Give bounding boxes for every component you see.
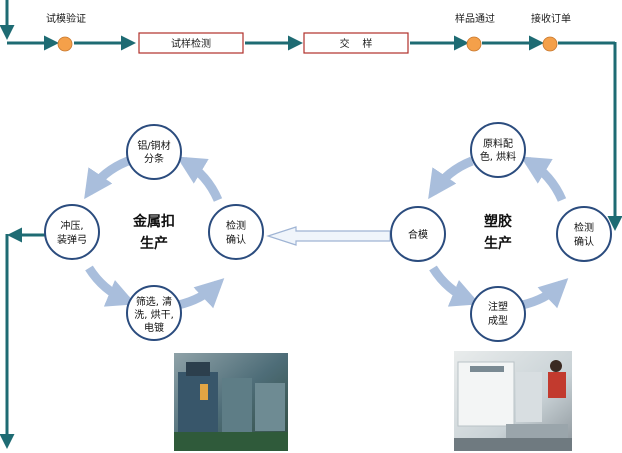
plastic-node-inspect	[556, 206, 612, 262]
plastic-node-mold-line1: 合模	[408, 228, 428, 241]
metal-node-finishing	[126, 285, 182, 341]
cycle-arrow	[520, 156, 567, 202]
cycle-arrow	[428, 156, 474, 200]
top-flow: 试模验证 样品通过 接收订单 试样检测 交 样	[0, 0, 622, 231]
photo-injection-machine	[454, 351, 572, 451]
plastic-cycle: 塑胶 生产 原料配 色, 烘料 合模 注塑 成型 检测 确认	[390, 122, 612, 342]
hollow-arrow-left	[266, 226, 391, 246]
cycle-arrow	[176, 278, 225, 310]
machine-body	[178, 372, 218, 432]
cycle-arrow	[429, 265, 480, 307]
plastic-title-line1: 塑胶	[484, 213, 512, 230]
plastic-node-color-dry-line1: 原料配	[483, 137, 513, 150]
metal-node-inspect	[208, 204, 264, 260]
metal-cycle: 金属扣 生产 铝/铜材 分条 冲压, 装弹弓 筛选, 清 洗, 烘干, 电镀 检…	[44, 124, 264, 341]
metal-node-inspect-line2: 确认	[226, 233, 246, 246]
metal-title-line2: 生产	[140, 235, 168, 252]
plastic-node-mold	[390, 206, 446, 262]
metal-node-stamping	[44, 204, 100, 260]
operator	[548, 372, 566, 398]
metal-node-finishing-line3: 电镀	[144, 321, 164, 334]
milestone-dot-2	[466, 36, 482, 52]
metal-node-slitting-line1: 铝/铜材	[137, 139, 170, 152]
box-submit-sample-label: 交 样	[340, 37, 373, 50]
metal-node-slitting	[126, 124, 182, 180]
plastic-node-injection	[470, 286, 526, 342]
box-submit-sample	[303, 32, 409, 54]
machine-part	[516, 372, 542, 422]
step-label-sample-pass: 样品通过	[455, 12, 495, 25]
machine-body	[255, 383, 285, 431]
milestone-dot-3	[542, 36, 558, 52]
cycle-arrow	[85, 265, 136, 307]
worker	[200, 384, 208, 400]
cycle-arrow	[84, 156, 130, 200]
metal-node-inspect-line1: 检测	[226, 219, 246, 232]
workbench	[506, 424, 568, 438]
metal-node-finishing-line1: 筛选, 清	[136, 295, 172, 308]
step-label-trial-verify: 试模验证	[46, 12, 86, 25]
cycle-arrow	[176, 156, 223, 202]
photo-stamping-machine	[174, 353, 288, 451]
box-sample-inspection	[138, 32, 244, 54]
metal-node-stamping-line2: 装弹弓	[57, 233, 87, 246]
floor	[174, 432, 288, 451]
machine-head	[186, 362, 210, 376]
metal-node-finishing-line2: 洗, 烘干,	[134, 309, 174, 321]
step-label-receive-order: 接收订单	[531, 12, 571, 25]
plastic-node-color-dry-line2: 色, 烘料	[480, 150, 516, 163]
cycle-connector	[266, 226, 391, 246]
cycle-arrow	[520, 278, 569, 310]
box-sample-inspection-label: 试样检测	[171, 37, 211, 50]
plastic-node-injection-line1: 注塑	[488, 300, 508, 313]
plastic-title-line2: 生产	[484, 235, 512, 252]
floor	[454, 438, 572, 451]
machine-body	[457, 361, 515, 427]
milestone-dot-1	[57, 36, 73, 52]
metal-node-slitting-line2: 分条	[144, 152, 164, 165]
machine-badge	[470, 366, 504, 372]
plastic-node-injection-line2: 成型	[488, 314, 508, 327]
machine-body	[222, 378, 252, 432]
plastic-node-inspect-line1: 检测	[574, 221, 594, 234]
plastic-node-inspect-line2: 确认	[574, 235, 594, 248]
left-exit-flow	[0, 227, 46, 449]
operator-head	[550, 360, 562, 372]
plastic-node-color-dry	[470, 122, 526, 178]
metal-title-line1: 金属扣	[132, 213, 175, 230]
metal-node-stamping-line1: 冲压,	[60, 219, 83, 232]
